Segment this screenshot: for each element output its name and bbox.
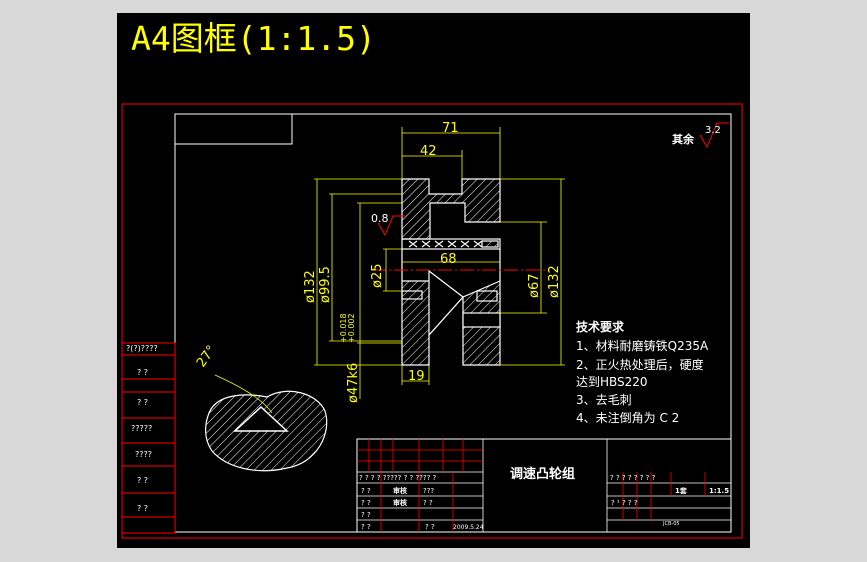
- title-block: 调速凸轮组 ? ? ? ? ????? ? ? ???? ? ? ? 审核 ??…: [356, 438, 732, 533]
- tb-row2b: 审核: [393, 486, 407, 495]
- roughness-value: 0.8: [371, 212, 389, 225]
- dim-tol-lower: +0.002: [347, 313, 356, 343]
- cad-drawing: 71 42 ø132 ø99.5 ø25 68 ø67 ø132 ø47k6 +…: [121, 103, 743, 539]
- dim-71: 71: [442, 121, 459, 136]
- tb-row5b: ? ?: [425, 523, 435, 531]
- corner-box: [174, 113, 293, 145]
- other-roughness-label: 其余: [672, 132, 695, 146]
- left-table-cell-2: ? ?: [137, 368, 148, 377]
- left-table-cell-4: ?????: [131, 424, 152, 433]
- tb-row3c: ? ?: [423, 499, 433, 507]
- roughness-symbols: [377, 122, 729, 237]
- part-name: 调速凸轮组: [510, 466, 575, 482]
- left-table-cell-5: ????: [135, 450, 152, 459]
- other-roughness-value: 3.2: [705, 125, 721, 136]
- part-section: [401, 178, 501, 366]
- tb-row2a: ? ?: [361, 487, 371, 495]
- tech-item-2: 2、正火热处理后，硬度: [576, 357, 704, 372]
- dim-19: 19: [408, 369, 425, 384]
- tb-date: 2009.5.24: [453, 524, 484, 531]
- tech-item-3: 达到HBS220: [576, 375, 648, 389]
- tb-sheet: 1套: [675, 486, 688, 495]
- tech-item-5: 4、未注倒角为 C 2: [576, 410, 679, 425]
- tb-row4a: ? ?: [361, 511, 371, 519]
- tb-row3a: ? ?: [361, 499, 371, 507]
- tech-item-4: 3、去毛刺: [576, 393, 632, 407]
- tb-right-top: ? ? ? ? ? ? ? ?: [610, 474, 656, 482]
- drawing-canvas: A4图框(1:1.5): [117, 13, 750, 548]
- tb-row5a: ? ?: [361, 523, 371, 531]
- dim-d25: ø25: [370, 264, 385, 289]
- dim-d132-left: ø132: [303, 270, 318, 303]
- drawing-title: A4图框(1:1.5): [131, 19, 376, 58]
- left-table-cell-1: ?(?)????: [126, 344, 158, 353]
- dim-42: 42: [420, 144, 437, 159]
- dim-angle: 27°: [194, 343, 220, 370]
- tb-row1: ? ? ? ? ????? ? ? ???? ?: [359, 474, 437, 482]
- dim-d132-right: ø132: [547, 265, 562, 298]
- dimension-lines: [314, 127, 565, 399]
- dim-tol-upper: +0.018: [339, 313, 348, 343]
- tb-drawing-no: JCB-05: [662, 521, 680, 527]
- tech-heading: 技术要求: [576, 319, 625, 334]
- left-table: ?(?)???? ? ? ? ? ????? ???? ? ? ? ?: [121, 342, 176, 534]
- dim-d67: ø67: [527, 274, 542, 299]
- tb-row2c: ???: [423, 487, 434, 495]
- detail-view: [205, 374, 328, 472]
- left-table-cell-7: ? ?: [137, 504, 148, 513]
- tb-scale: 1:1.5: [709, 487, 729, 495]
- tb-right-small: ? ¹ ? ? ?: [611, 499, 638, 507]
- tech-item-1: 1、材料耐磨铸铁Q235A: [576, 338, 709, 353]
- dim-68: 68: [440, 252, 457, 267]
- tb-row3b: 审核: [393, 498, 407, 507]
- dim-d47k6: ø47k6: [346, 363, 361, 403]
- outer-frame: [121, 103, 743, 539]
- left-table-cell-6: ? ?: [137, 476, 148, 485]
- dim-d99-5: ø99.5: [318, 266, 333, 303]
- left-table-cell-3: ? ?: [137, 398, 148, 407]
